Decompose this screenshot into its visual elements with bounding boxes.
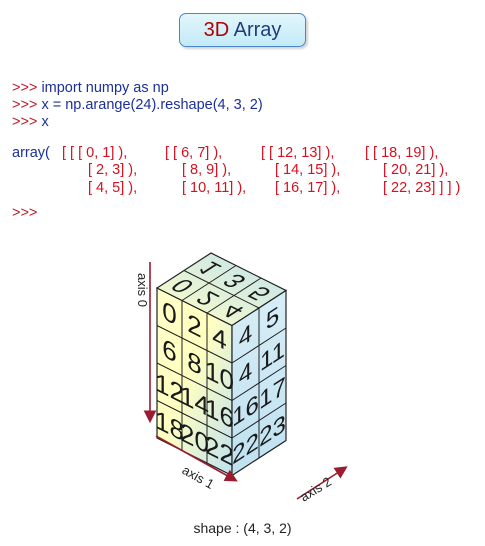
axis-1-arrow [155,435,238,482]
axis-0-label: axis 0 [135,273,150,307]
code-line-reshape: >>> x = np.arange(24).reshape(4, 3, 2) [12,97,263,113]
array-cell: [ [ 18, 19] ), [365,145,439,161]
array-cell: [ 16, 17] ), [275,180,341,196]
side-cell-value: 4 [239,318,252,354]
array-cell: [ 14, 15] ), [275,162,341,178]
side-cell-value: 5 [266,300,279,336]
axis-2-arrow [296,466,348,500]
title-box: 3D Array [179,13,306,47]
array-cell: [ 20, 21] ), [383,162,449,178]
front-cell-value: 8 [187,345,201,381]
array-cell: [ 8, 9] ), [182,162,232,178]
front-cell-value: 6 [162,332,176,368]
code-text: x = np.arange(24).reshape(4, 3, 2) [41,97,263,113]
side-grid-line [231,402,287,439]
front-grid-line [156,362,233,401]
side-grid-line [231,327,287,364]
side-cell-value: 4 [239,355,252,391]
array-cell: [ 4, 5] ), [88,180,138,196]
front-cell-value: 0 [162,295,176,331]
code-line-empty: >>> [12,205,37,221]
code-text: import numpy as np [41,80,169,96]
code-line-import: >>> import numpy as np [12,80,169,96]
array-cell: [ 10, 11] ), [182,180,247,196]
axis-2-label: axis 2 [297,474,334,505]
title-prefix: 3D [203,19,230,41]
array-cell: [ [ [ 0, 1] ), [62,145,128,161]
top-grid-line [183,270,260,309]
title-suffix: Array [229,19,282,41]
code-text: x [41,114,49,130]
front-grid-line [156,325,233,364]
prompt: >>> [12,80,38,96]
shape-label: shape : (4, 3, 2) [193,520,292,536]
code-line-x: >>> x [12,114,49,130]
prompt: >>> [12,114,38,130]
array-prefix: array( [12,145,50,161]
array-cell: [ 2, 3] ), [88,162,138,178]
front-cell-value: 4 [212,320,226,356]
prompt: >>> [12,97,38,113]
front-grid-line [156,400,233,439]
array-cell: [ [ 6, 7] ), [165,145,223,161]
side-grid-line [231,365,287,401]
prompt: >>> [12,205,38,221]
array-cell: [ 22, 23] ] ] ) [383,180,461,196]
front-cell-value: 2 [187,307,201,343]
array-cell: [ [ 12, 13] ), [261,145,335,161]
